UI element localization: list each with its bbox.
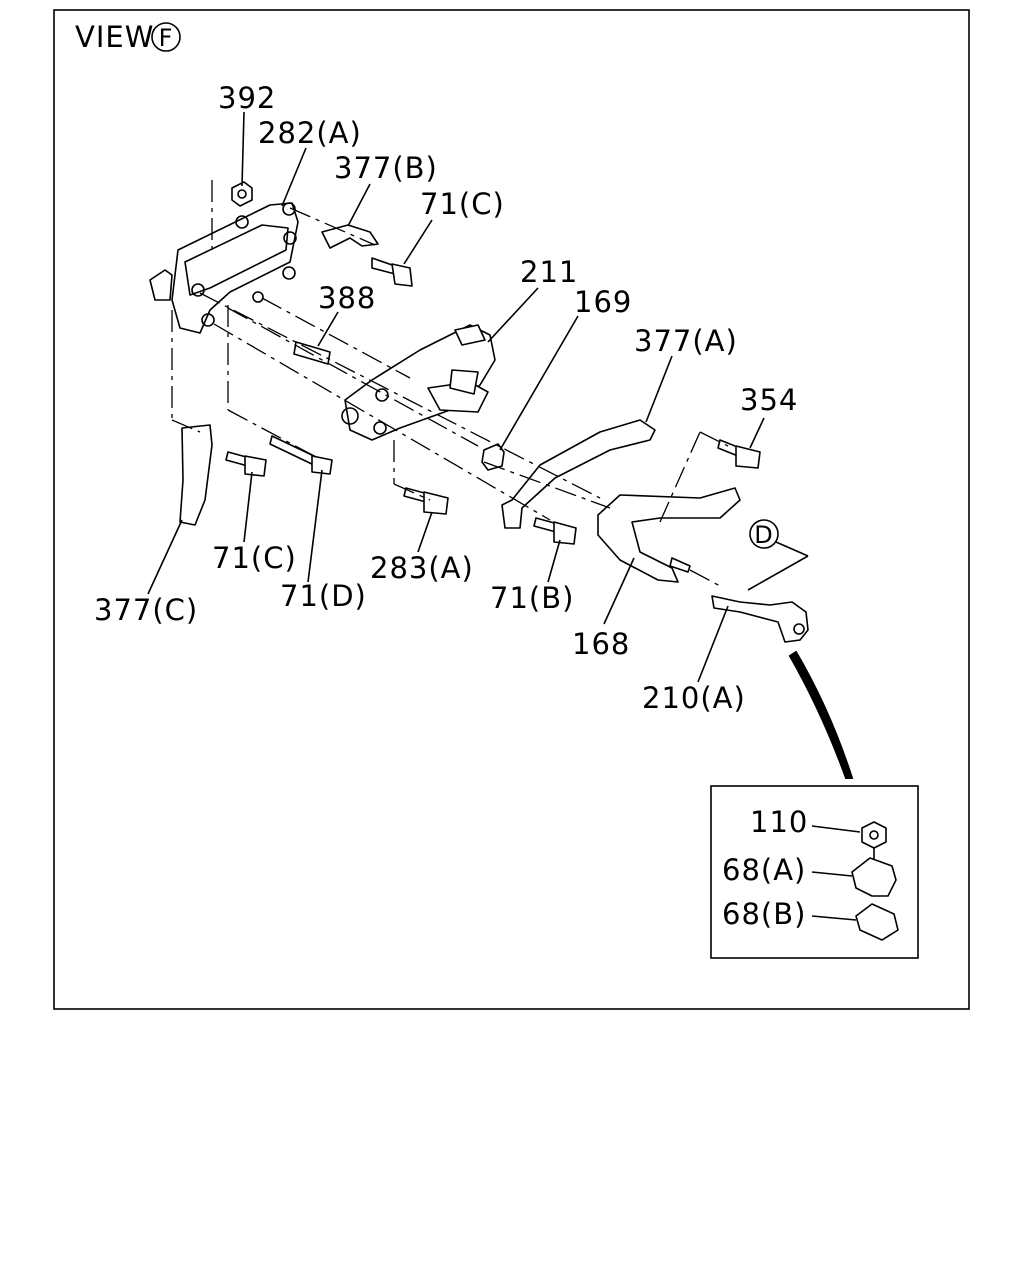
leader-68a <box>811 871 853 877</box>
label-71c-top: 71(C) <box>420 187 505 221</box>
bolt-354 <box>717 439 761 469</box>
detail-marker-letter: D <box>754 521 773 549</box>
label-377c: 377(C) <box>94 593 198 627</box>
label-211: 211 <box>520 255 578 289</box>
bolt-71d <box>269 435 333 475</box>
detail-marker-circle <box>749 519 779 549</box>
view-title: VIEW <box>75 20 154 54</box>
nut-110 <box>861 821 887 862</box>
bolt-71c-lower <box>225 451 267 477</box>
label-68a: 68(A) <box>722 853 806 887</box>
label-68b: 68(B) <box>722 897 806 931</box>
label-392: 392 <box>218 81 276 115</box>
bracket-168-stud <box>669 557 691 573</box>
label-283a: 283(A) <box>370 551 474 585</box>
stud-388 <box>293 341 331 365</box>
view-circle <box>151 22 181 52</box>
leader-110 <box>811 825 861 833</box>
label-168: 168 <box>572 627 630 661</box>
bracket-211 <box>341 324 496 441</box>
label-377a: 377(A) <box>634 324 738 358</box>
label-210a: 210(A) <box>642 681 746 715</box>
label-282a: 282(A) <box>258 116 362 150</box>
label-377b: 377(B) <box>334 151 438 185</box>
leader-lines <box>147 111 809 683</box>
label-71d: 71(D) <box>280 579 367 613</box>
pipe-210a <box>711 595 809 643</box>
clamp-68b <box>855 903 899 941</box>
nut-392 <box>231 181 253 207</box>
centerlines <box>171 180 729 587</box>
leader-68b <box>811 915 857 921</box>
bolt-71c-top <box>371 257 413 287</box>
label-354: 354 <box>740 383 798 417</box>
main-bracket-282a <box>149 202 299 334</box>
detail-frame <box>710 785 919 959</box>
view-letter: F <box>159 24 174 52</box>
label-110: 110 <box>750 805 808 839</box>
label-388: 388 <box>318 281 376 315</box>
detail-pointer <box>788 650 854 779</box>
bracket-377b <box>321 224 379 249</box>
label-169: 169 <box>574 285 632 319</box>
label-71b: 71(B) <box>490 581 574 615</box>
clamp-68a <box>851 857 897 897</box>
label-71c-bottom: 71(C) <box>212 541 297 575</box>
bracket-377c <box>179 424 213 526</box>
bracket-377a <box>501 419 656 529</box>
diagram-frame <box>53 9 970 1010</box>
bolt-71b <box>533 517 577 545</box>
